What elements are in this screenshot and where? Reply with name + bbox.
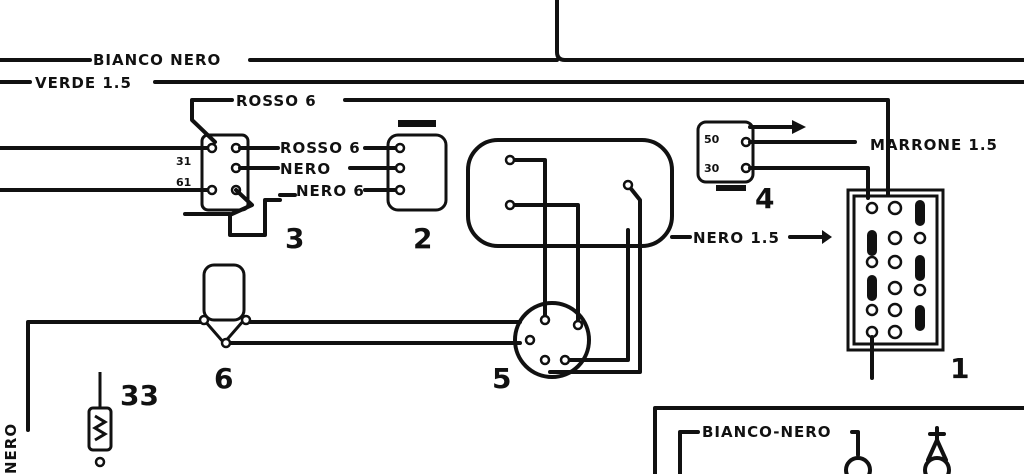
wire-rosso6-top [190, 98, 890, 197]
pin-label-61: 61 [176, 176, 191, 189]
component-label-33: 33 [120, 379, 159, 412]
component-1-body [852, 194, 939, 346]
arrow-icon [792, 120, 806, 134]
pin [220, 337, 232, 349]
label-verde: VERDE 1.5 [35, 74, 132, 92]
lamp-2-lead [926, 426, 948, 462]
component-4-body [696, 120, 755, 184]
label-nero-left: NERO [2, 423, 20, 474]
fuse-grid [865, 200, 927, 340]
label-marrone: MARRONE 1.5 [870, 136, 998, 154]
component-5-body [513, 301, 591, 379]
pin [240, 314, 252, 326]
pin-label-30: 30 [704, 162, 720, 175]
harness-loop [466, 138, 674, 248]
resistor-icon [92, 414, 108, 442]
component-6-body [202, 263, 246, 322]
wire-ground-3 [183, 188, 282, 237]
component-2-body [386, 133, 448, 212]
wire-30 [748, 166, 870, 200]
wire-nero-left [26, 320, 522, 432]
component-2-cap [398, 120, 436, 127]
pin [622, 179, 634, 191]
label-rosso6-top: ROSSO 6 [236, 92, 317, 110]
label-nero6: NERO 6 [296, 182, 365, 200]
label-bianco-nero-box: BIANCO-NERO [702, 423, 832, 441]
pin [524, 334, 536, 346]
bottom-box-frame [653, 406, 1024, 474]
label-nero15: NERO 1.5 [693, 229, 780, 247]
pin [206, 184, 218, 196]
component-label-4: 4 [755, 182, 774, 215]
pin-label-31: 31 [176, 155, 191, 168]
pin [94, 456, 106, 468]
lamp-icon [844, 456, 872, 474]
wire-vertical-top [555, 0, 1024, 62]
label-nero: NERO [280, 160, 331, 178]
wire-nero6 [278, 188, 397, 197]
label-bianco-nero: BIANCO NERO [93, 51, 221, 69]
wires-to-5 [508, 158, 642, 374]
pin [394, 162, 406, 174]
pin [394, 184, 406, 196]
component-label-3: 3 [285, 222, 304, 255]
arrow-icon [822, 230, 832, 244]
component-1-frame [846, 188, 945, 352]
component-label-6: 6 [214, 362, 233, 395]
pin [206, 142, 218, 154]
label-rosso6: ROSSO 6 [280, 139, 361, 157]
pin [539, 354, 551, 366]
pin [572, 319, 584, 331]
component-4-base [716, 185, 746, 191]
lamp-icon [923, 456, 951, 474]
pin [504, 199, 516, 211]
pin [539, 314, 551, 326]
component-label-2: 2 [413, 222, 432, 255]
pin [504, 154, 516, 166]
pin [559, 354, 571, 366]
component-label-5: 5 [492, 362, 511, 395]
pin-label-50: 50 [704, 133, 720, 146]
pin [394, 142, 406, 154]
pin [198, 314, 210, 326]
component-33-body [87, 406, 113, 452]
component-3-body [200, 133, 250, 212]
component-label-1: 1 [950, 352, 969, 385]
wire-bianco-nero-box [678, 430, 860, 474]
